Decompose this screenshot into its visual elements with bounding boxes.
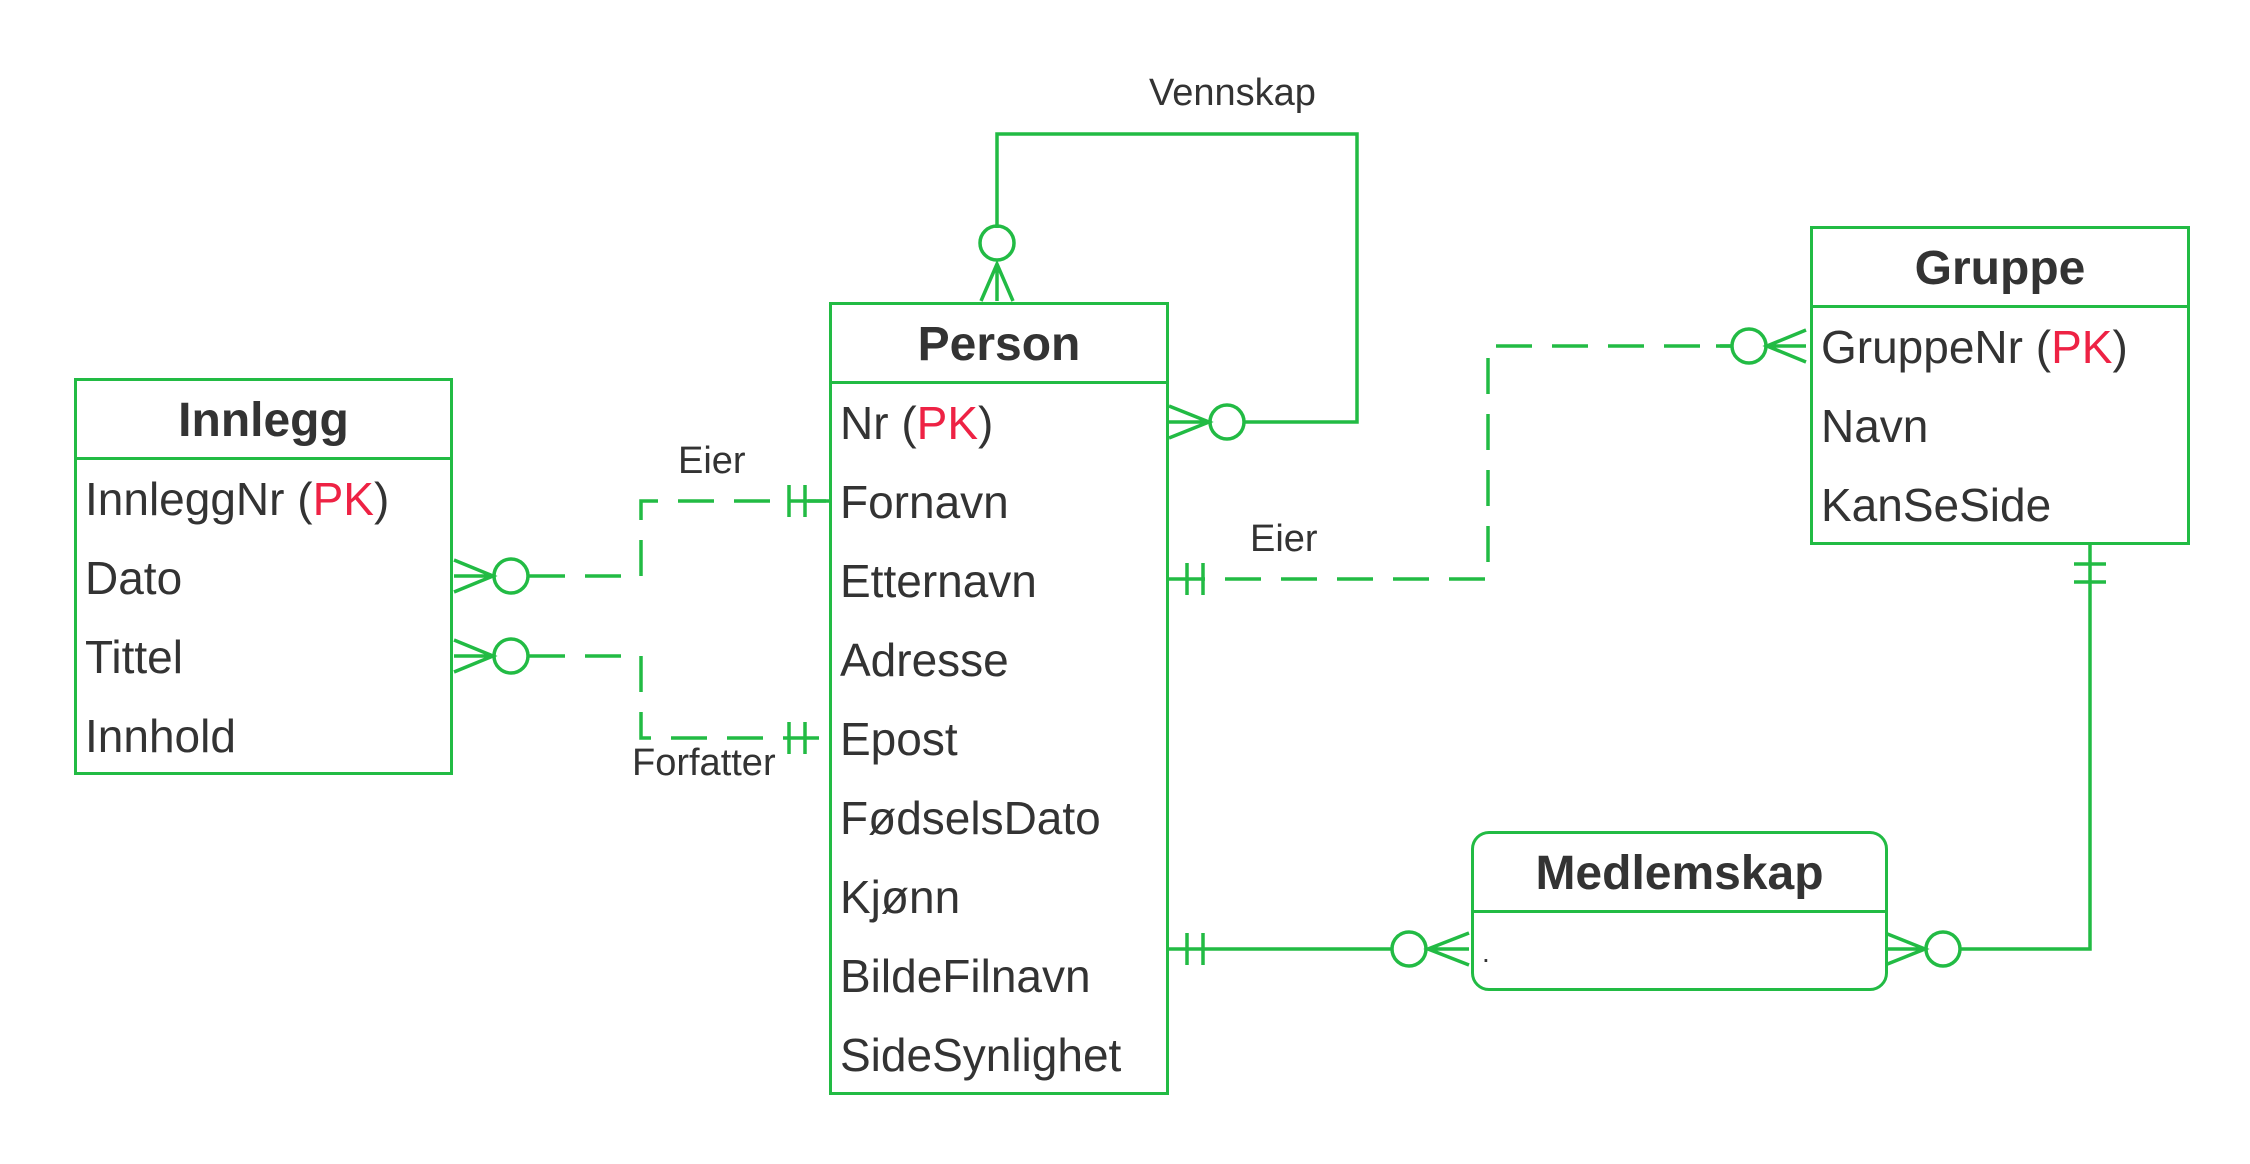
person-medlemskap-crowfoot	[1423, 931, 1470, 967]
attribute-name: Nr	[840, 397, 889, 449]
gruppe-medlemskap-crowfoot	[1884, 931, 1930, 967]
eier-gruppe-one-bars	[1185, 563, 1205, 595]
entity-person: Person Nr (PK) Fornavn Etternavn Adresse…	[829, 302, 1169, 1095]
entity-title: Medlemskap	[1474, 834, 1885, 913]
label-eier-innlegg: Eier	[678, 440, 746, 482]
attribute-innleggnr: InnleggNr (PK)	[77, 460, 450, 539]
entity-title: Person	[832, 305, 1166, 384]
attribute-fornavn: Fornavn	[840, 476, 1009, 528]
entity-medlemskap: Medlemskap .	[1471, 831, 1888, 991]
attribute-adresse: Adresse	[840, 634, 1009, 686]
vennskap-top-crowfoot	[979, 259, 1015, 302]
pk-open: (	[901, 397, 917, 449]
gruppe-medlemskap-one-bars	[2074, 562, 2106, 584]
eier-gruppe-line	[1169, 344, 1733, 581]
pk-open: (	[2035, 321, 2052, 373]
eier-innlegg-zero-circle	[492, 557, 530, 595]
label-eier-gruppe: Eier	[1250, 518, 1318, 560]
attribute-nr: Nr (PK)	[832, 384, 1166, 463]
entity-title: Gruppe	[1813, 229, 2187, 308]
pk-marker: PK	[2051, 321, 2113, 373]
attribute-name: GruppeNr	[1821, 321, 2023, 373]
attribute-placeholder: .	[1482, 937, 1490, 968]
pk-close: )	[373, 473, 390, 525]
vennskap-right-crowfoot	[1168, 404, 1214, 440]
person-medlemskap-one-bars	[1185, 933, 1205, 965]
eier-gruppe-zero-circle	[1730, 327, 1768, 365]
forfatter-one-bars	[787, 722, 807, 754]
attribute-tittel: Tittel	[85, 631, 183, 683]
entity-title: Innlegg	[77, 381, 450, 460]
attribute-fodselsdato: FødselsDato	[840, 792, 1101, 844]
attribute-navn: Navn	[1821, 400, 1929, 452]
vennskap-top-zero-circle	[978, 224, 1016, 262]
attribute-epost: Epost	[840, 713, 958, 765]
attribute-name: InnleggNr	[85, 473, 285, 525]
forfatter-line	[529, 654, 829, 740]
forfatter-zero-circle	[492, 637, 530, 675]
pk-close: )	[2112, 321, 2128, 373]
attribute-innhold: Innhold	[85, 710, 236, 762]
attribute-dato: Dato	[85, 552, 183, 604]
gruppe-medlemskap-line	[1960, 545, 2092, 951]
label-forfatter: Forfatter	[632, 742, 776, 784]
pk-marker: PK	[312, 473, 374, 525]
gruppe-medlemskap-zero-circle	[1924, 930, 1962, 968]
attribute-bildefilnavn: BildeFilnavn	[840, 950, 1091, 1002]
vennskap-line	[995, 132, 1359, 424]
eier-innlegg-one-bars	[787, 485, 807, 517]
label-vennskap: Vennskap	[1149, 72, 1316, 114]
person-medlemskap-zero-circle	[1390, 930, 1428, 968]
eier-innlegg-line	[529, 499, 829, 578]
attribute-kjonn: Kjønn	[840, 871, 961, 923]
pk-open: (	[297, 473, 313, 525]
attribute-etternavn: Etternavn	[840, 555, 1037, 607]
vennskap-right-zero-circle	[1208, 403, 1246, 441]
attribute-gruppenr: GruppeNr (PK)	[1813, 308, 2187, 387]
attribute-kanseside: KanSeSide	[1821, 479, 2052, 531]
eier-gruppe-crowfoot	[1762, 328, 1807, 364]
attribute-sidesynlighet: SideSynlighet	[840, 1029, 1122, 1081]
pk-marker: PK	[916, 397, 979, 449]
entity-innlegg: Innlegg InnleggNr (PK) Dato Tittel Innho…	[74, 378, 453, 775]
eier-innlegg-crowfoot	[453, 558, 498, 594]
forfatter-crowfoot	[453, 638, 498, 674]
pk-close: )	[978, 397, 994, 449]
entity-gruppe: Gruppe GruppeNr (PK) Navn KanSeSide	[1810, 226, 2190, 545]
